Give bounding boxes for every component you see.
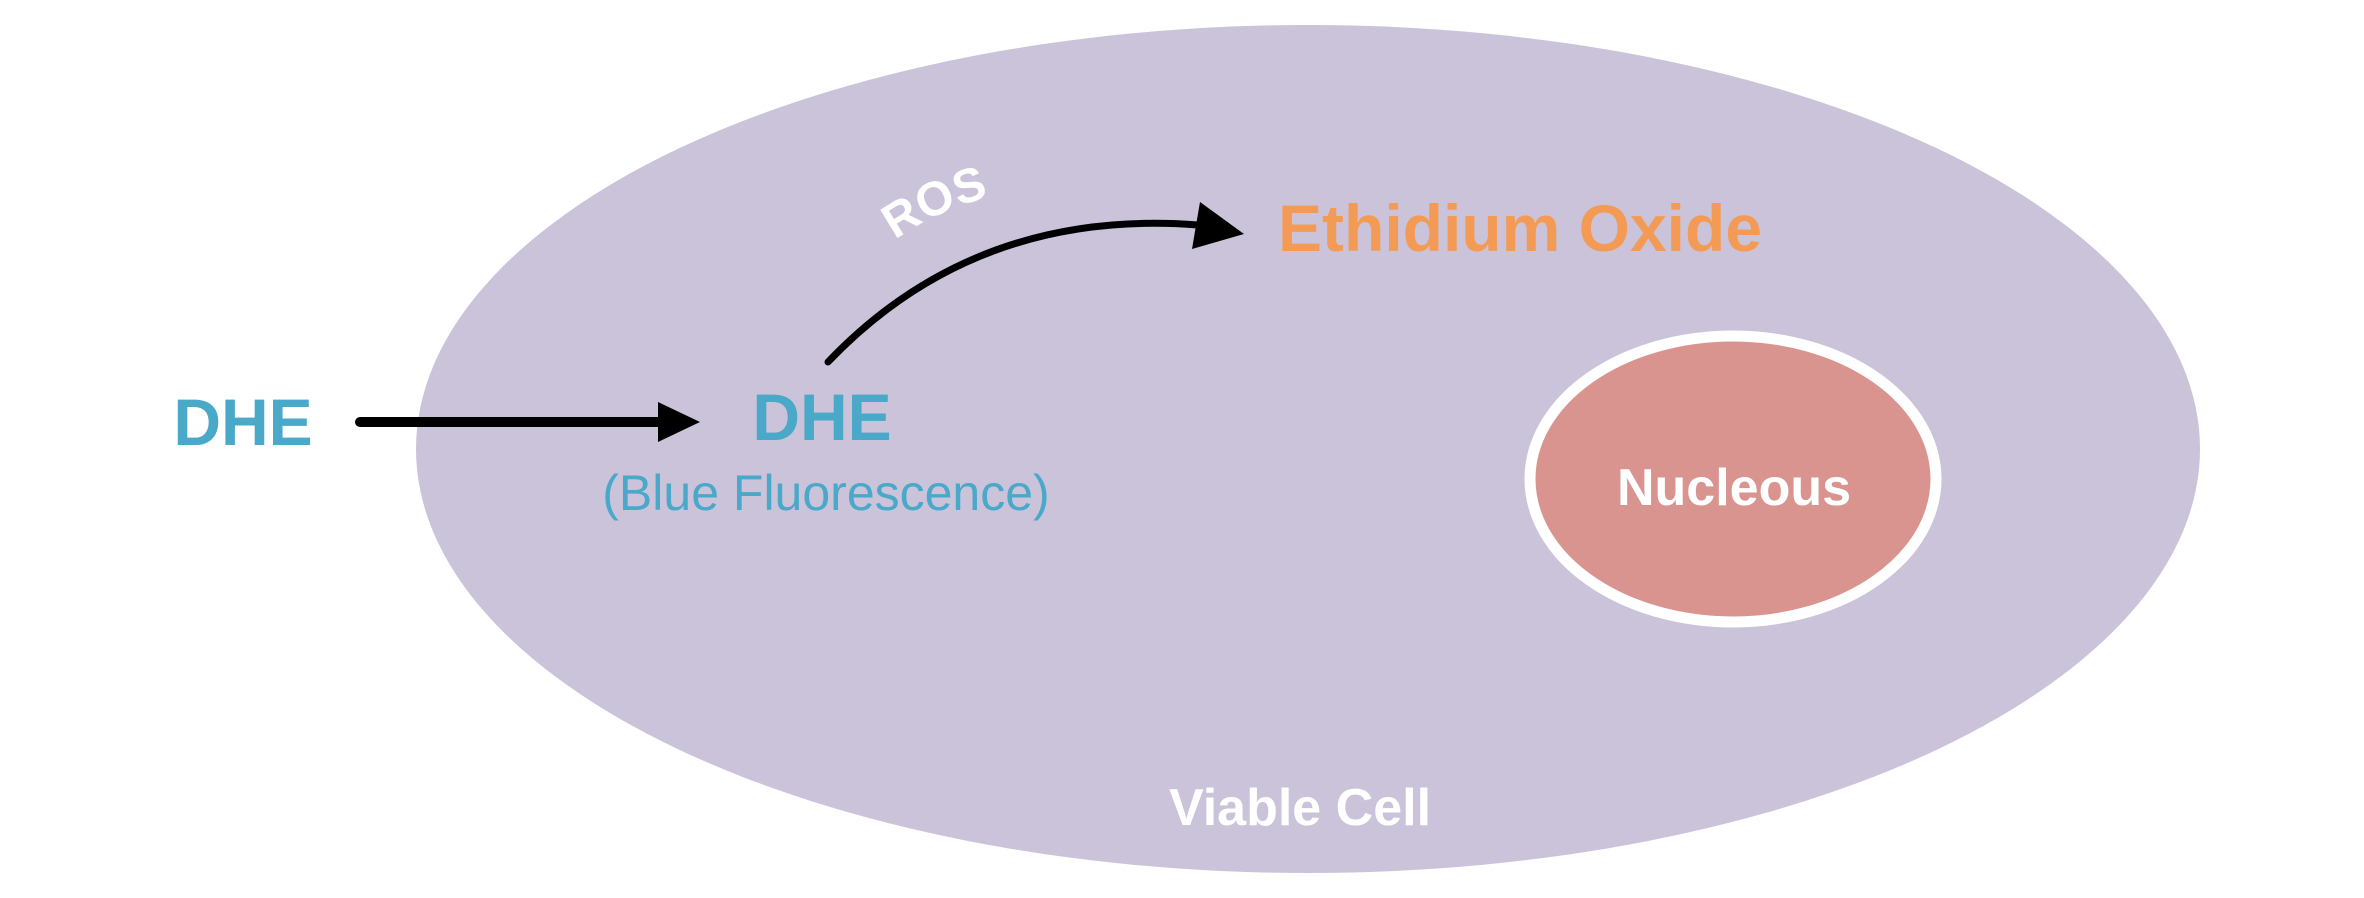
entry-arrowhead-icon <box>658 402 700 442</box>
inside-dhe-label: DHE <box>752 380 891 454</box>
viable-cell-body <box>416 25 2200 873</box>
viable-cell-label: Viable Cell <box>1169 779 1431 837</box>
nucleus-label: Nucleous <box>1617 459 1851 517</box>
oxidation-arrowhead-icon <box>1192 202 1244 249</box>
oxidation-arrow-shaft <box>824 219 1202 366</box>
outside-dhe-label: DHE <box>173 385 312 459</box>
blue-fluorescence-note: (Blue Fluorescence) <box>602 465 1049 521</box>
ethidium-oxide-label: Ethidium Oxide <box>1278 191 1762 265</box>
nucleus-shape <box>1524 330 1942 628</box>
